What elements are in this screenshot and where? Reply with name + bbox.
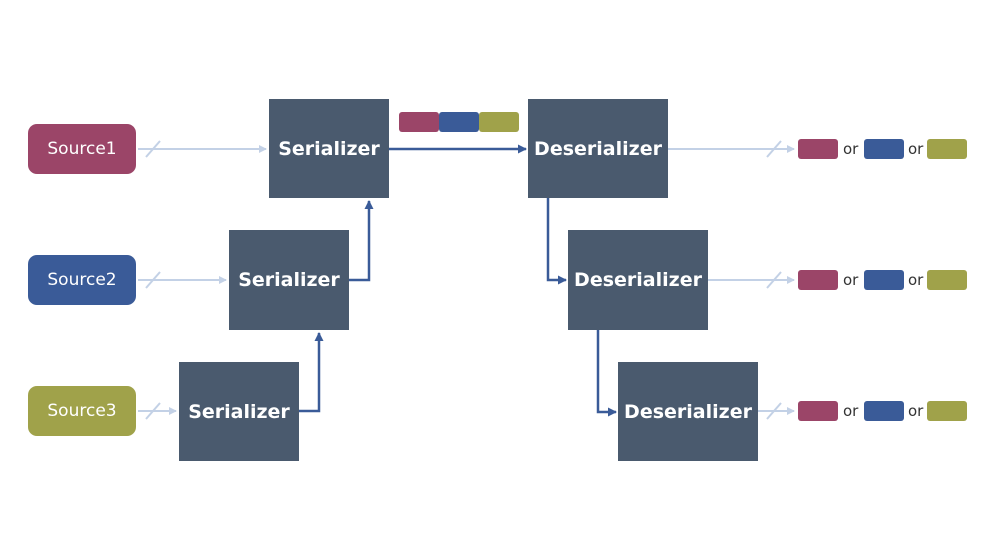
output1-chip-source1	[798, 139, 838, 159]
output2-chip-source3	[927, 270, 967, 290]
deserializer3-box: Deserializer	[618, 362, 758, 461]
output3-or-1: or	[843, 402, 859, 420]
source3-node: Source3	[28, 386, 136, 436]
slash-output1	[766, 140, 782, 158]
output3-chip-source1	[798, 401, 838, 421]
slash-source1	[145, 140, 161, 158]
stream-chip-source1	[399, 112, 439, 132]
serializer1-box: Serializer	[269, 99, 389, 198]
output2-or-1: or	[843, 271, 859, 289]
arrow-serializer3-to-serializer2	[299, 332, 324, 413]
output3-chip-source2	[864, 401, 904, 421]
output2-chip-source2	[864, 270, 904, 290]
deserializer1-label: Deserializer	[534, 137, 662, 160]
output1-or-2: or	[908, 140, 924, 158]
output3-or-2: or	[908, 402, 924, 420]
deserializer2-box: Deserializer	[568, 230, 708, 330]
deserializer2-label: Deserializer	[574, 269, 702, 291]
output1-or-1: or	[843, 140, 859, 158]
slash-source2	[145, 271, 161, 289]
deserializer3-label: Deserializer	[624, 400, 752, 423]
slash-output3	[766, 402, 782, 420]
source2-node: Source2	[28, 255, 136, 305]
output3-chip-source3	[927, 401, 967, 421]
source2-label: Source2	[47, 270, 117, 290]
output1-chip-source3	[927, 139, 967, 159]
output1-chip-source2	[864, 139, 904, 159]
serializer2-label: Serializer	[238, 269, 340, 291]
output2-or-2: or	[908, 271, 924, 289]
slash-output2	[766, 271, 782, 289]
deserializer1-box: Deserializer	[528, 99, 668, 198]
source1-node: Source1	[28, 124, 136, 174]
arrow-deserializer2-to-deserializer3	[596, 330, 617, 417]
source3-label: Source3	[47, 401, 117, 421]
slash-source3	[145, 402, 161, 420]
source1-label: Source1	[47, 139, 117, 159]
output2-chip-source1	[798, 270, 838, 290]
serializer2-box: Serializer	[229, 230, 349, 330]
serializer1-label: Serializer	[278, 137, 380, 160]
serializer3-box: Serializer	[179, 362, 299, 461]
stream-chip-source3	[479, 112, 519, 132]
stream-chip-source2	[439, 112, 479, 132]
arrow-serializer2-to-serializer1	[349, 200, 374, 282]
serializer3-label: Serializer	[188, 400, 290, 423]
arrow-deserializer1-to-deserializer2	[546, 198, 567, 285]
